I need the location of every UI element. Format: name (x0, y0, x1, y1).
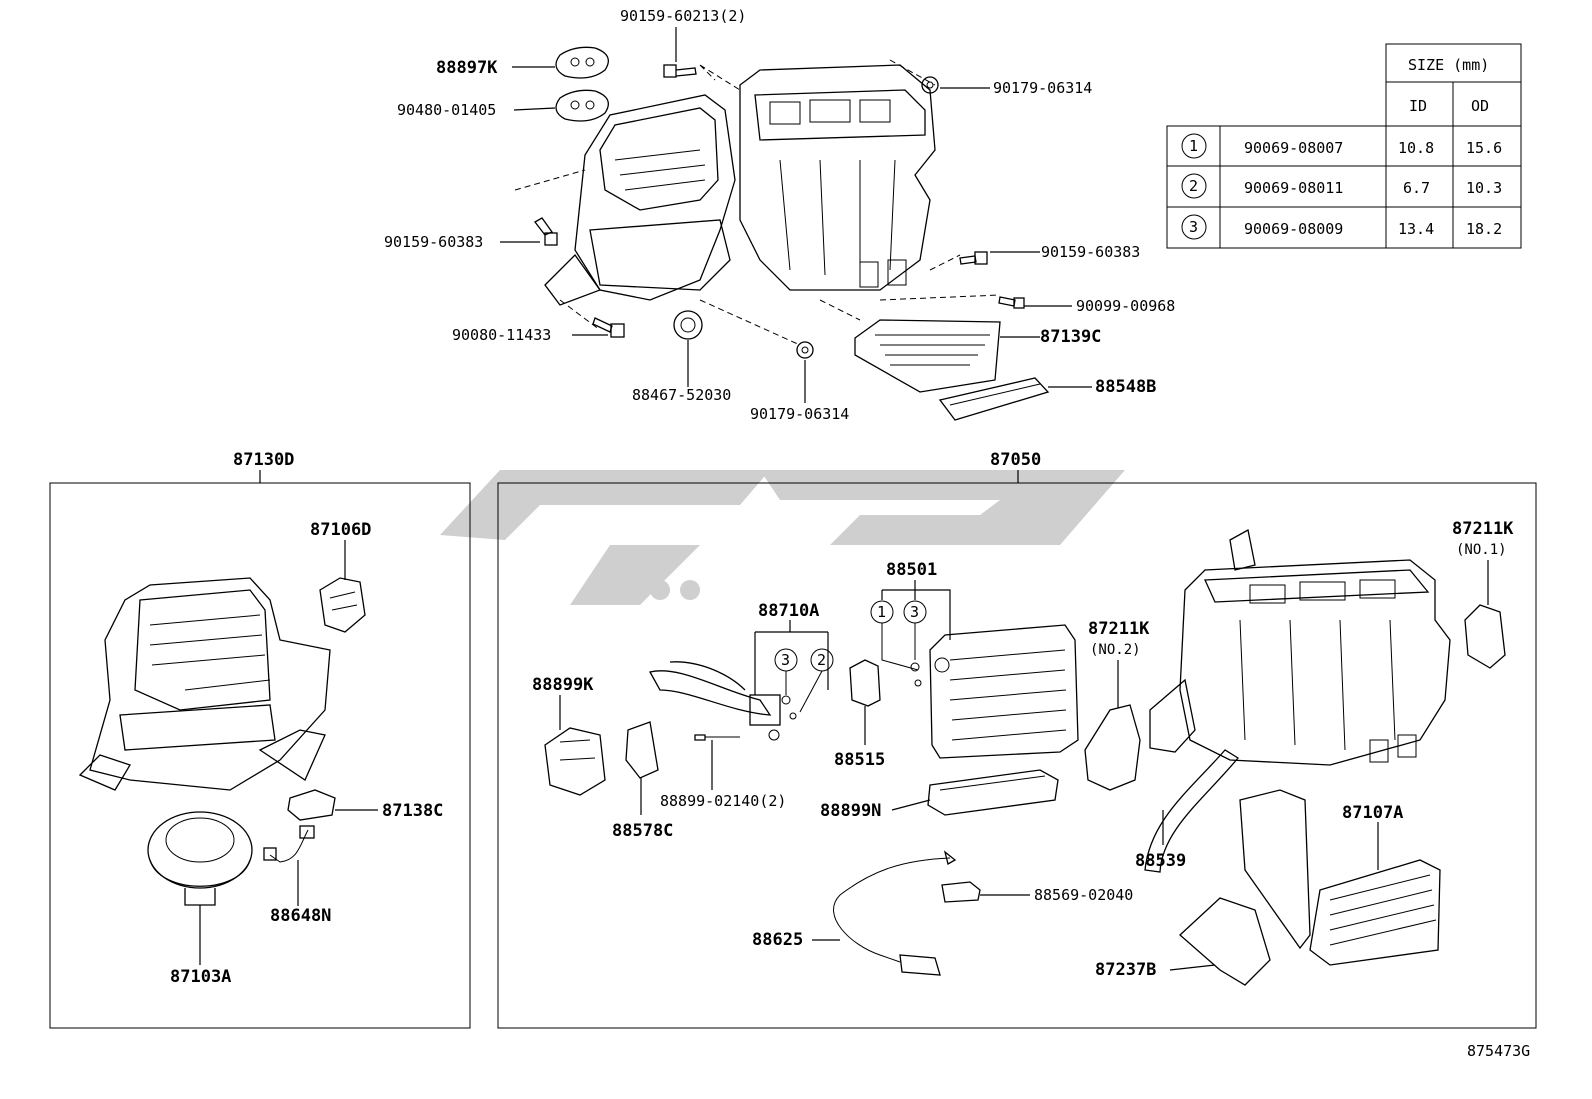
top-heater-unit-drawing (514, 59, 1001, 346)
screw-90159-60383-left (534, 217, 558, 246)
table-cell-id: 6.7 (1403, 179, 1430, 197)
label-88578C: 88578C (612, 821, 673, 841)
label-90480-01405: 90480-01405 (397, 101, 496, 119)
size-table-col-od: OD (1471, 97, 1489, 115)
table-cell-id: 10.8 (1398, 139, 1434, 157)
label-88899-02140: 88899-02140(2) (660, 792, 786, 810)
grommet-88467-52030 (673, 310, 703, 340)
filter-87139C (854, 319, 1001, 393)
label-88710A: 88710A (758, 601, 819, 621)
label-87138C: 87138C (382, 801, 443, 821)
label-87211K-no1: 87211K (1452, 519, 1514, 539)
label-88648N: 88648N (270, 906, 331, 926)
label-87130D: 87130D (233, 450, 294, 470)
nut-90179-06314-bottom (796, 341, 814, 359)
label-90159-60383-left: 90159-60383 (384, 233, 483, 251)
gasket-88897K (555, 46, 609, 79)
label-87139C: 87139C (1040, 327, 1101, 347)
label-90179-06314-bottom: 90179-06314 (750, 405, 849, 423)
table-row-mark: 3 (1189, 218, 1198, 236)
gasket-90480-01405 (555, 89, 609, 122)
mark-3: 3 (910, 603, 919, 621)
size-table-header: SIZE (mm) (1408, 56, 1489, 74)
label-88548B: 88548B (1095, 377, 1156, 397)
table-cell-od: 10.3 (1466, 179, 1502, 197)
table-cell-id: 13.4 (1398, 220, 1434, 238)
label-90179-06314-top: 90179-06314 (993, 79, 1092, 97)
size-table-col-id: ID (1409, 97, 1427, 115)
label-88899N: 88899N (820, 801, 881, 821)
label-88899K: 88899K (532, 675, 594, 695)
label-87211K-no1-sub: (NO.1) (1456, 542, 1507, 558)
label-90159-60213: 90159-60213(2) (620, 7, 746, 25)
label-88569-02040: 88569-02040 (1034, 886, 1133, 904)
label-88515: 88515 (834, 750, 885, 770)
screw-90080-11433 (592, 317, 625, 338)
label-88897K: 88897K (436, 58, 498, 78)
label-87050: 87050 (990, 450, 1041, 470)
table-cell-part: 90069-08011 (1244, 179, 1343, 197)
nut-90179-06314-top (921, 76, 939, 94)
bolt-90099-00968 (998, 296, 1025, 309)
size-table: SIZE (mm) ID OD 1 2 3 90069-08007 90069-… (1166, 43, 1522, 249)
watermark-logo (440, 470, 1125, 605)
label-88467-52030: 88467-52030 (632, 386, 731, 404)
label-87103A: 87103A (170, 967, 231, 987)
table-cell-part: 90069-08009 (1244, 220, 1343, 238)
table-cell-part: 90069-08007 (1244, 139, 1343, 157)
label-87106D: 87106D (310, 520, 371, 540)
table-row-mark: 1 (1189, 137, 1198, 155)
mark-1: 1 (877, 603, 886, 621)
label-88539: 88539 (1135, 851, 1186, 871)
table-cell-od: 18.2 (1466, 220, 1502, 238)
label-88625: 88625 (752, 930, 803, 950)
table-cell-od: 15.6 (1466, 139, 1502, 157)
mark-2: 2 (817, 651, 826, 669)
diagram-id: 875473G (1467, 1042, 1530, 1060)
label-90099-00968: 90099-00968 (1076, 297, 1175, 315)
table-row-mark: 2 (1189, 177, 1198, 195)
label-87107A: 87107A (1342, 803, 1403, 823)
label-87237B: 87237B (1095, 960, 1156, 980)
label-87211K-no2: 87211K (1088, 619, 1150, 639)
label-90159-60383-right: 90159-60383 (1041, 243, 1140, 261)
screw-90159-60383-right (959, 251, 988, 265)
blower-assembly-box: 87130D 87106D 87138C 88648N 87103A (49, 450, 471, 1029)
heater-assembly-box: 87050 88899K 88578C 3 2 88710A 88899-021… (497, 450, 1537, 1029)
label-90080-11433: 90080-11433 (452, 326, 551, 344)
label-88501: 88501 (886, 560, 937, 580)
cover-88548B (938, 377, 1050, 421)
mark-3: 3 (781, 651, 790, 669)
screw-90159-60213 (663, 64, 697, 78)
label-87211K-no2-sub: (NO.2) (1090, 642, 1141, 658)
